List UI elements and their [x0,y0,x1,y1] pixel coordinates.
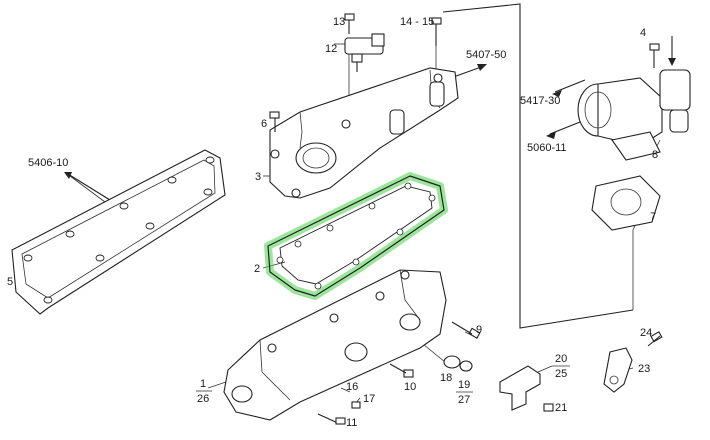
label-21: 21 [555,402,567,414]
label-5060-11: 5060-11 [527,142,567,154]
label-13: 13 [333,16,345,28]
label-19: 19 [458,379,470,391]
part-labels: 13 14 - 15 12 5407-50 6 3 5406-10 5 2 4 … [7,16,658,429]
label-7: 7 [650,211,656,223]
label-5: 5 [7,276,13,288]
throttle-gasket [591,175,661,231]
o-rings [443,355,473,372]
label-24: 24 [640,327,652,339]
label-17: 17 [363,393,375,405]
label-25: 25 [555,368,567,380]
label-11: 11 [346,417,357,429]
label-3: 3 [255,171,261,183]
frame-lines [442,3,634,329]
upper-manifold [269,67,459,199]
bracket-left [499,365,541,411]
label-14-15: 14 - 15 [400,16,434,28]
label-26: 26 [197,393,209,405]
fraction-20-25: 20 25 [552,353,570,380]
label-5417-30: 5417-30 [520,95,560,107]
label-18: 18 [440,372,452,384]
label-2: 2 [254,263,260,275]
label-12: 12 [325,43,337,55]
throttle-body [577,69,691,161]
pressure-sensor [344,33,385,72]
bolts [269,13,663,425]
label-16: 16 [346,381,358,393]
label-27: 27 [458,394,470,406]
label-5407-50: 5407-50 [466,49,506,61]
label-8: 8 [652,149,658,161]
lower-manifold [223,269,447,421]
bracket-right [603,347,633,393]
label-20: 20 [555,353,567,365]
fraction-1-26: 1 26 [196,378,212,405]
label-9: 9 [476,324,482,336]
label-6: 6 [261,118,267,130]
label-10: 10 [404,381,416,393]
left-gasket [11,149,226,315]
highlighted-gasket [264,172,448,300]
label-23: 23 [638,363,650,375]
label-5406-10: 5406-10 [28,157,68,169]
label-4: 4 [640,27,646,39]
fraction-19-27: 19 27 [456,379,473,406]
label-1: 1 [200,378,206,390]
